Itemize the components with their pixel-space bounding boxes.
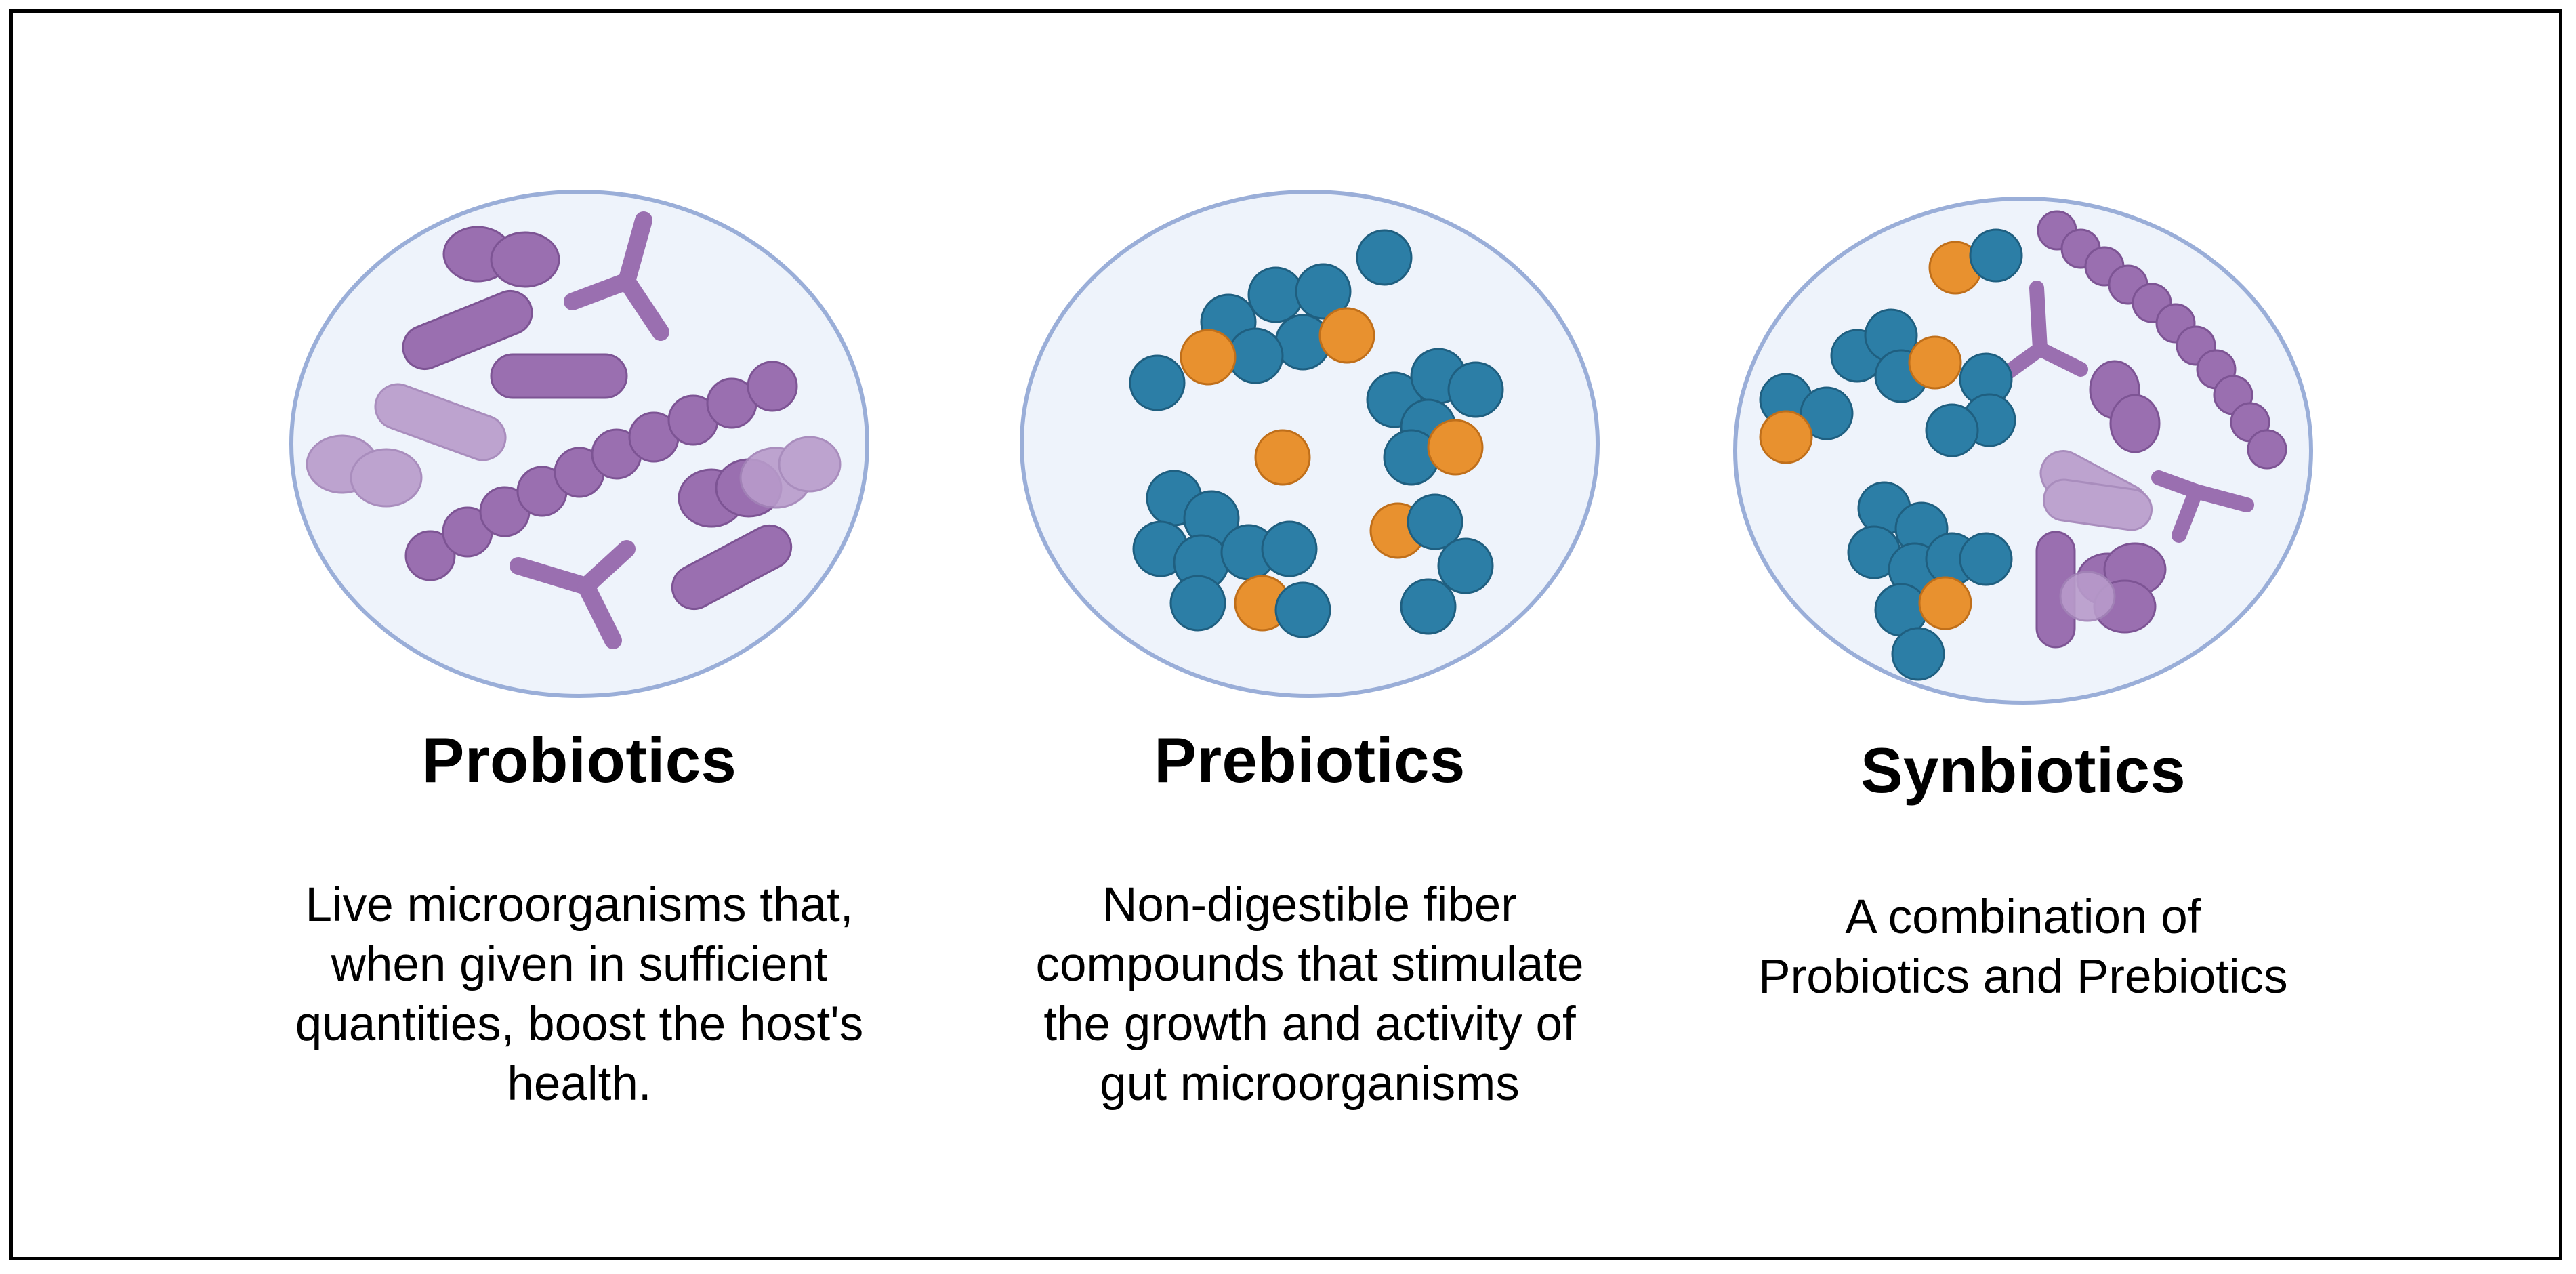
prebiotics-panel: Prebiotics Non-digestible fiber compound… (971, 0, 1648, 1274)
bacteria-cluster-icon (289, 190, 869, 698)
synbiotics-panel: Synbiotics A combination of Probiotics a… (1684, 0, 2362, 1274)
panel-description: Non-digestible fiber compounds that stim… (1035, 878, 1584, 1111)
mixed-cluster-icon (1733, 197, 2313, 705)
figure-frame (9, 9, 2562, 1260)
panel-description: Live microorganisms that, when given in … (295, 878, 864, 1111)
fiber-granules-icon (1020, 190, 1600, 698)
panel-title: Probiotics (421, 724, 737, 796)
panel-title: Prebiotics (1154, 724, 1466, 796)
panel-description: A combination of Probiotics and Prebioti… (1758, 890, 2288, 1004)
probiotics-panel: Probiotics Live microorganisms that, whe… (241, 0, 918, 1274)
panel-title: Synbiotics (1860, 735, 2186, 806)
